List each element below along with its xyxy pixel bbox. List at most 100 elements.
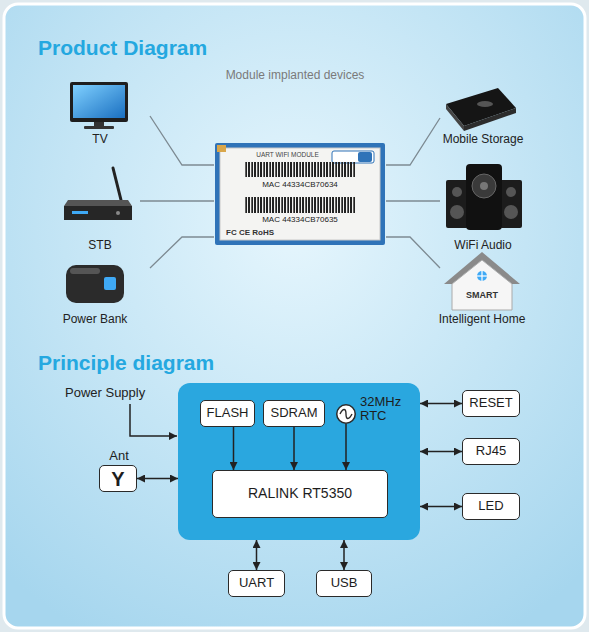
connector-arrow: [343, 540, 345, 570]
stb-button: [116, 211, 120, 215]
icon-text: SMART: [457, 290, 507, 300]
mac-address: MAC 44334CB70634: [240, 180, 360, 189]
flash-box: FLASH: [200, 400, 255, 427]
cert-marks: FC CE RoHS: [226, 228, 306, 237]
house-wall: [452, 260, 512, 310]
node-label: UART: [229, 571, 284, 596]
port-box: LED: [462, 493, 520, 520]
oscillator-outline: [336, 404, 356, 424]
leader-lines: [140, 116, 440, 268]
device-label: WiFi Audio: [423, 239, 543, 253]
input-label: Power Supply: [65, 386, 175, 401]
oscillator-symbol: 32MHz RTC: [336, 404, 356, 424]
port-box: RJ45: [462, 438, 520, 465]
connector-arrow: [256, 540, 258, 570]
node-label: SDRAM: [264, 401, 324, 426]
device-label: TV: [60, 133, 140, 147]
connector-arrow: [420, 403, 462, 405]
stb-top: [64, 200, 132, 206]
module-block: FLASH SDRAM 32MHz RTC RALINK RT5350: [178, 383, 420, 540]
leader-line: [140, 200, 214, 201]
device-label: Mobile Storage: [423, 133, 543, 147]
leader-line: [386, 237, 440, 268]
speaker-sub: [466, 164, 502, 230]
module-antenna-pad: [217, 145, 226, 152]
leader-line: [150, 116, 214, 165]
section-title: Principle diagram: [38, 351, 338, 375]
tv-frame: [70, 82, 128, 122]
connector-arrow: [293, 427, 295, 470]
speaker-left: [446, 180, 468, 228]
speaker-right: [500, 180, 522, 228]
sub-cone: [472, 174, 496, 198]
module-print: UART WIFI MODULE: [245, 151, 330, 158]
speaker-cone: [452, 187, 462, 197]
power-bank-body: [66, 265, 124, 303]
connector-arrow: [345, 424, 347, 470]
connector-arrow: [137, 478, 178, 480]
leader-line: [386, 200, 440, 201]
port-box: USB: [316, 570, 372, 597]
sdram-box: SDRAM: [263, 400, 325, 427]
connector-arrow: [420, 506, 462, 508]
stb-icon: [64, 168, 132, 220]
speaker-cone: [506, 187, 516, 197]
storage-front: [464, 108, 516, 131]
power-bank-icon: [66, 265, 124, 303]
sub-center: [480, 182, 488, 190]
node-label: Y: [100, 466, 136, 491]
connector-arrow: [233, 427, 235, 470]
house-window: [477, 271, 487, 281]
smart-home-icon: [444, 252, 520, 310]
module-pcb: [215, 143, 385, 245]
power-bank-display: [104, 277, 116, 290]
speaker-cone: [504, 205, 518, 219]
leader-line: [150, 237, 214, 268]
node-heading: 32MHz RTC: [360, 395, 406, 423]
panel: [4, 4, 585, 628]
node-label: RALINK RT5350: [213, 471, 387, 517]
mac-address: MAC 44334CB70635: [240, 215, 360, 224]
node-label: RJ45: [463, 439, 519, 464]
node-label: LED: [463, 494, 519, 519]
processor-box: RALINK RT5350: [212, 470, 388, 518]
wifi-audio-icon: [446, 164, 522, 230]
tv-screen: [73, 85, 125, 118]
subtitle: Module implanted devices: [195, 69, 395, 83]
section-title: Product Diagram: [38, 36, 207, 60]
module-shield: [220, 148, 380, 240]
tv-icon: [70, 82, 128, 129]
sine-symbol: [340, 410, 352, 419]
power-bank-shine: [70, 268, 100, 274]
node-heading: Ant: [80, 449, 158, 463]
leader-line: [386, 118, 440, 165]
wifi-logo-mark: [358, 152, 372, 162]
device-label: STB: [60, 239, 140, 253]
device-label: Power Bank: [35, 313, 155, 327]
port-box: UART: [228, 570, 285, 597]
stb-light: [72, 211, 88, 214]
mobile-storage-icon: [446, 88, 516, 131]
speaker-cone: [450, 205, 464, 219]
oscillator-circle: [337, 405, 356, 424]
stb-antenna: [113, 168, 121, 200]
port-box: RESET: [462, 390, 520, 417]
barcode: [245, 162, 355, 177]
power-wire: [130, 404, 177, 436]
connector-arrow: [420, 451, 462, 453]
wifi-logo: [332, 151, 374, 163]
node-label: FLASH: [201, 401, 254, 426]
wifi-module-photo: [215, 143, 385, 245]
tv-base: [84, 126, 114, 129]
device-label: Intelligent Home: [417, 313, 547, 327]
node-label: USB: [317, 571, 371, 596]
stb-body: [64, 206, 132, 220]
window-bar: [477, 275, 487, 276]
antenna-box: AntY: [99, 465, 137, 492]
node-label: RESET: [463, 391, 519, 416]
storage-side: [446, 104, 464, 131]
storage-logo: [477, 101, 493, 107]
barcode: [245, 197, 355, 213]
